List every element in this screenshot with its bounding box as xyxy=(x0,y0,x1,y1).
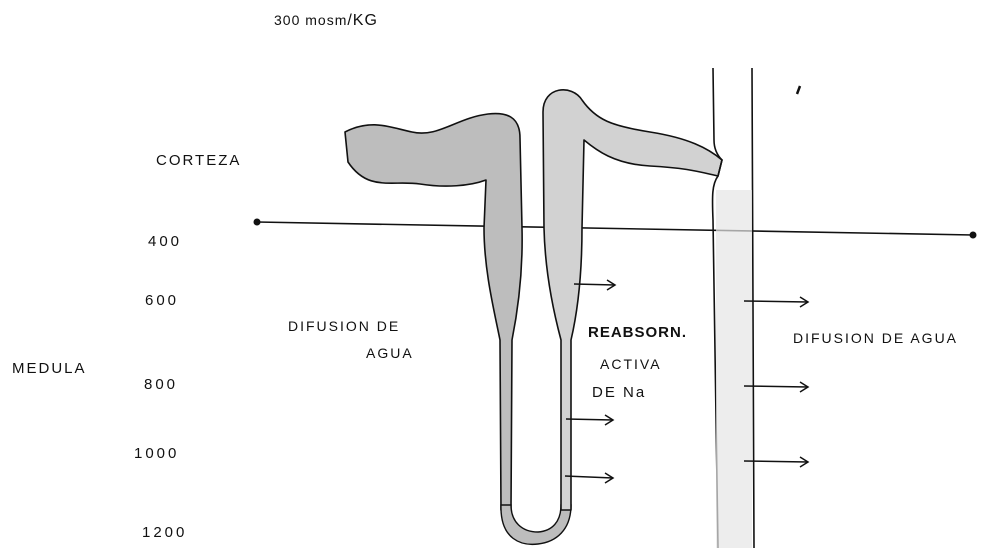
ascending-limb xyxy=(543,90,722,510)
loop-bottom xyxy=(501,505,571,544)
collecting-duct-fill xyxy=(716,190,752,548)
ink-mark xyxy=(797,86,800,94)
reabsorption-line2: ACTIVA xyxy=(600,356,662,372)
boundary-left-dot xyxy=(254,219,261,226)
water-diffusion-left-line1: DIFUSION DE xyxy=(288,318,400,334)
descending-limb xyxy=(345,114,522,510)
boundary-line xyxy=(257,222,973,235)
reabsorption-line3: DE Na xyxy=(592,384,646,401)
water-diffusion-left-line2: AGUA xyxy=(366,345,414,361)
reabsorption-line1: REABSORN. xyxy=(588,324,687,341)
boundary-right-dot xyxy=(970,232,977,239)
water-diffusion-right: DIFUSION DE AGUA xyxy=(793,330,958,346)
